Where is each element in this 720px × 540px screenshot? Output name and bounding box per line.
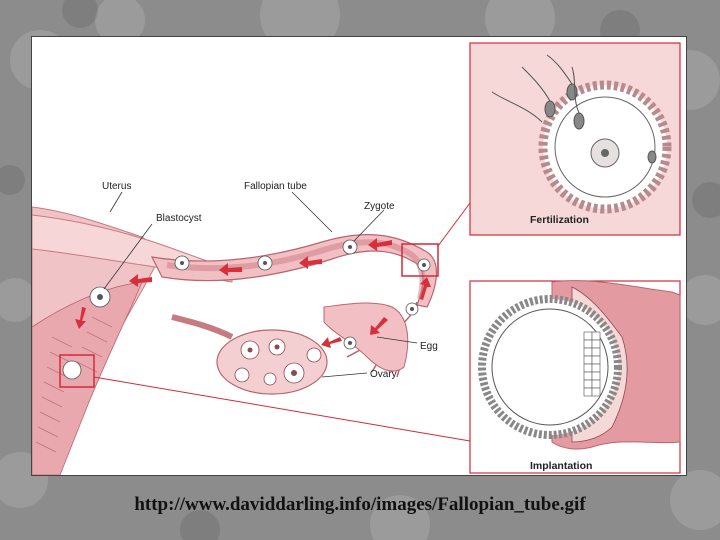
- uterus-label: Uterus: [102, 181, 131, 192]
- implantation-inset: Implantation: [469, 280, 681, 474]
- fimbriae-fill: [323, 302, 409, 372]
- implantation-connector: [93, 376, 471, 442]
- arrow-5: [75, 307, 86, 329]
- fertilization-inset: Fertilization: [469, 42, 681, 236]
- fallopian-tube-leader: [291, 191, 333, 233]
- egg-label: Egg: [420, 341, 438, 352]
- fallopian-tube-label: Fallopian tube: [244, 181, 307, 192]
- implanted-embryo: [62, 360, 82, 380]
- implantation-highlight-box: [59, 354, 95, 388]
- uterus-muscle-layer: [32, 281, 143, 475]
- zygote-leader: [353, 209, 385, 242]
- arrow-6: [420, 277, 431, 300]
- uterus-leader: [109, 191, 123, 213]
- arrow-8: [321, 337, 342, 348]
- fallopian-tube-figure: Fertilization Implantation: [31, 36, 687, 476]
- ovarian-ligament: [171, 314, 234, 340]
- ovary-leader: [321, 372, 368, 378]
- implantation-label: Implantation: [530, 460, 592, 472]
- fertilization-highlight-box: [401, 243, 439, 277]
- arrow-7: [370, 317, 388, 335]
- migration-arrows: [75, 238, 431, 348]
- inner-cell-mass: [583, 331, 601, 397]
- blastocyst-leader: [103, 223, 153, 290]
- arrow-2: [299, 256, 322, 269]
- fallopian-tube-diagram: Fertilization Implantation: [32, 42, 681, 475]
- arrow-4: [129, 274, 152, 287]
- fertilization-label: Fertilization: [530, 214, 589, 226]
- fertilization-connector: [437, 202, 471, 247]
- ovary-label: Ovary: [370, 369, 397, 380]
- source-url-caption: http://www.daviddarling.info/images/Fall…: [134, 494, 586, 515]
- arrow-3: [219, 263, 242, 276]
- blastocyst-label: Blastocyst: [156, 213, 202, 224]
- sperm-cells: [491, 54, 657, 164]
- egg-leader: [376, 336, 418, 344]
- zygote-label: Zygote: [364, 201, 395, 212]
- arrow-1: [368, 238, 392, 251]
